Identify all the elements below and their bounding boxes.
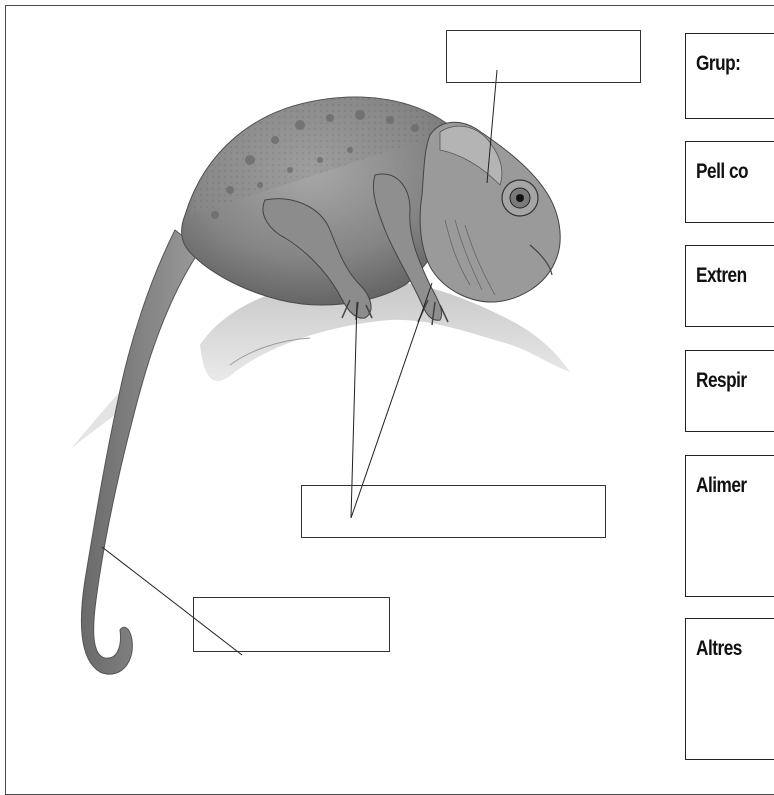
info-box-group-label: Grup: [696,52,740,76]
chameleon-eye [502,180,538,216]
info-box-respiration[interactable]: Respir [685,350,774,432]
info-box-limbs-label: Extren [696,264,747,288]
info-box-limbs[interactable]: Extren [685,245,774,327]
chameleon-tail [81,230,200,674]
info-box-group[interactable]: Grup: [685,33,774,119]
info-box-respiration-label: Respir [696,369,747,393]
info-box-feeding[interactable]: Alimer [685,455,774,597]
info-box-feeding-label: Alimer [696,474,747,498]
info-box-other-label: Altres [696,637,742,661]
info-box-skin-label: Pell co [696,160,748,184]
answer-box-head[interactable] [446,30,641,83]
info-box-other[interactable]: Altres [685,618,774,760]
info-box-skin[interactable]: Pell co [685,141,774,223]
answer-box-legs[interactable] [301,485,606,538]
answer-box-tail[interactable] [193,597,390,652]
